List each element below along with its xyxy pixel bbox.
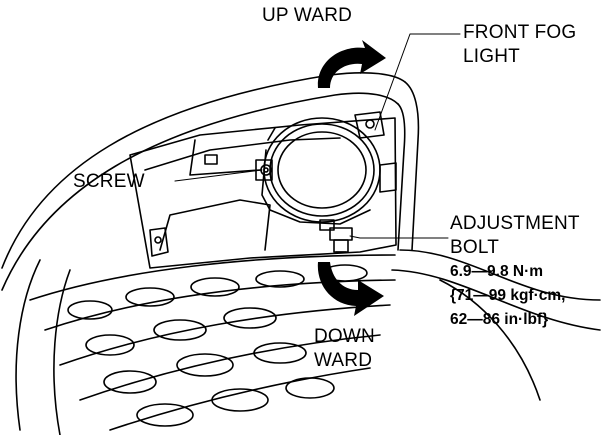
adjustment-bolt-part: [329, 227, 353, 253]
grille-mesh: [29, 254, 396, 431]
lamp-housing: [129, 111, 397, 269]
upward-label: UP WARD: [262, 5, 353, 26]
upward-arrow: [317, 40, 386, 88]
leader-lines: [174, 33, 461, 239]
torque-spec-line1: 6.9—9.8 N·m: [450, 263, 544, 280]
fog-light-lamp: [261, 117, 381, 225]
screw-label: SCREW: [73, 171, 145, 192]
torque-spec-line3: 62—86 in·lbf}: [450, 311, 549, 328]
front-fog-light-label-line1: FRONT FOG: [463, 22, 577, 43]
adjustment-bolt-label-line1: ADJUSTMENT: [450, 213, 580, 234]
bumper-contour-lines: [1, 72, 601, 436]
downward-arrow: [317, 262, 384, 316]
torque-spec-line2: {71—99 kgf·cm,: [450, 287, 566, 304]
front-fog-light-label-line2: LIGHT: [463, 46, 520, 67]
adjustment-bolt-label-line2: BOLT: [450, 237, 500, 258]
downward-label-line2: WARD: [314, 350, 373, 371]
downward-label-line1: DOWN: [314, 326, 375, 347]
